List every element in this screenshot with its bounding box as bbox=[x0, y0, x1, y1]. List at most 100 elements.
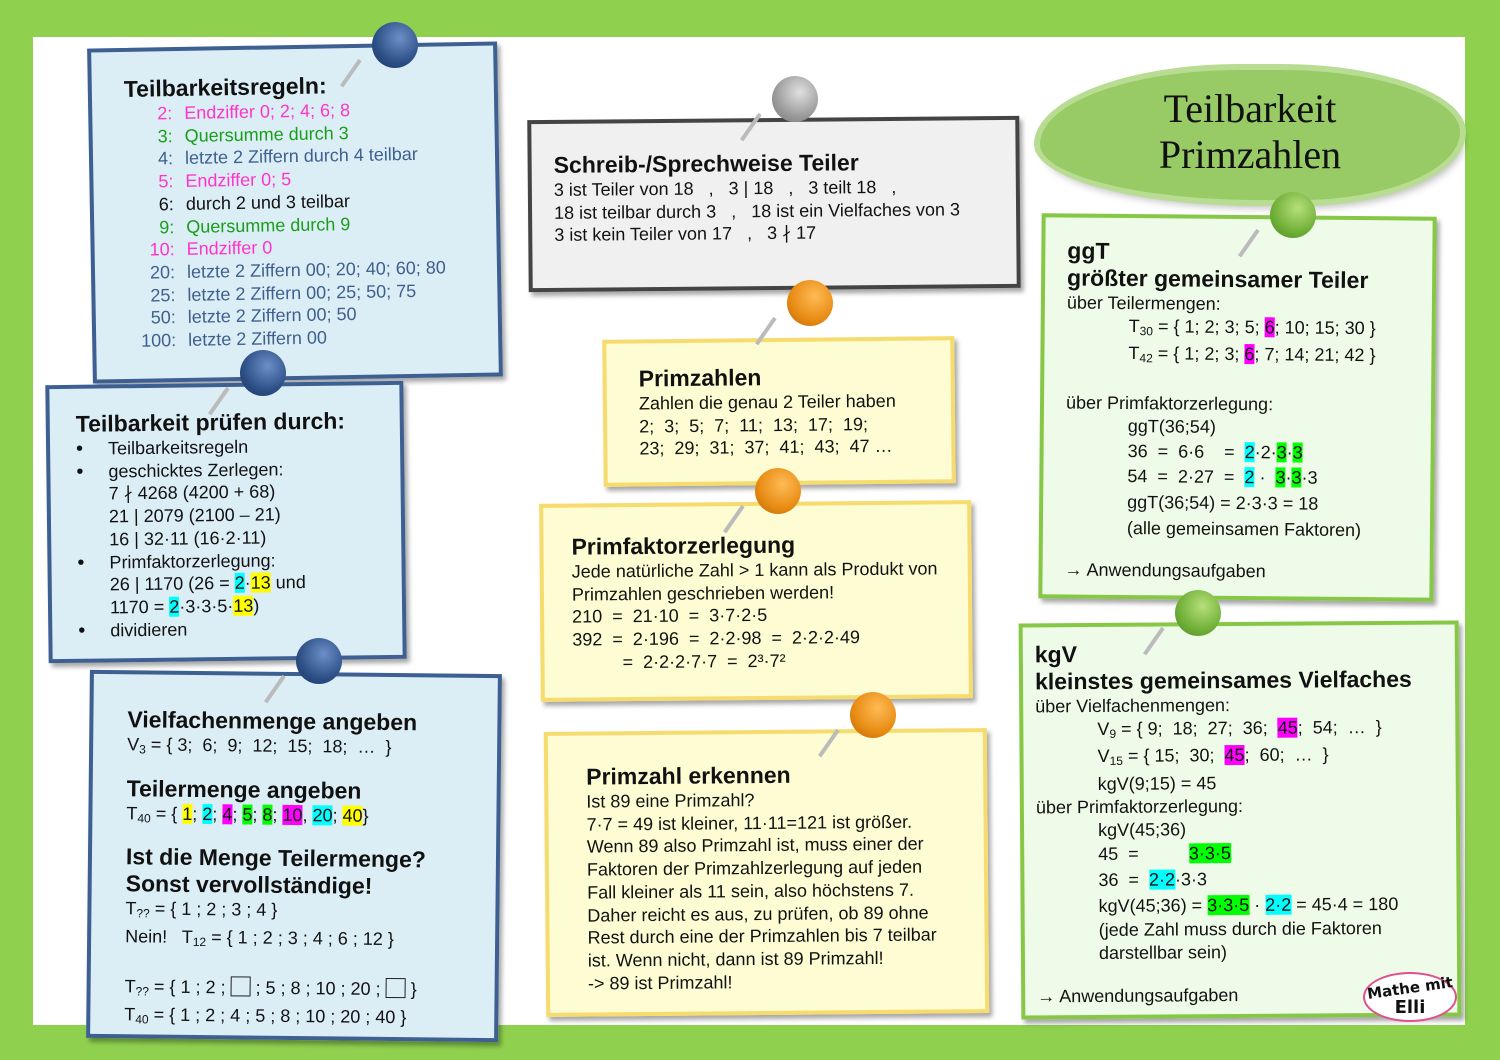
highlighted-factor: 1 bbox=[182, 803, 193, 824]
card-title: kgV bbox=[1034, 641, 1078, 668]
pushpin-icon bbox=[787, 280, 833, 326]
list-item: geschicktes Zerlegen: 7 ∤ 4268 (4200 + 6… bbox=[76, 457, 401, 552]
text-segment: ; bbox=[212, 803, 223, 824]
rule-text: Endziffer 0 bbox=[186, 237, 273, 260]
text-segment: = { 1 ; 2 ; 3 ; 4 ; 6 ; 12 } bbox=[206, 927, 394, 950]
text-segment: ; bbox=[252, 804, 263, 825]
text-segment: 36 = bbox=[1098, 869, 1150, 890]
text-line: über Primfaktorzerlegung: bbox=[1065, 392, 1274, 415]
card-teilbarkeit-pruefen: Teilbarkeit prüfen durch: Teilbarkeitsre… bbox=[45, 380, 407, 664]
text-segment: und bbox=[270, 572, 306, 593]
rule-text: Endziffer 0; 2; 4; 6; 8 bbox=[184, 100, 351, 123]
text-segment: V bbox=[127, 734, 140, 755]
rule-text: Endziffer 0; 5 bbox=[185, 169, 292, 192]
pushpin-icon bbox=[240, 350, 286, 396]
item-label: geschicktes Zerlegen: bbox=[108, 458, 284, 482]
math-line: ggT(36;54) bbox=[1127, 415, 1216, 437]
math-line: 36 = 6·6 = 2·2·3·3 bbox=[1066, 439, 1431, 465]
rule-text: Quersumme durch 3 bbox=[184, 122, 349, 146]
text-segment: = 45·4 = 180 bbox=[1291, 893, 1399, 915]
title-line: Teilbarkeit bbox=[1163, 86, 1337, 131]
set-line: V15 = { 15; 30; 45; 60; … } bbox=[1035, 743, 1455, 774]
text-segment: ·3·3·5· bbox=[179, 595, 234, 617]
highlighted-factor: 3 bbox=[1291, 467, 1302, 488]
mathe-mit-elli-logo: Mathe mit Elli bbox=[1363, 972, 1457, 1022]
list-item: Primfaktorzerlegung: 26 | 1170 (26 = 2·1… bbox=[77, 547, 402, 619]
text-segment: 54 = 2·27 = bbox=[1127, 466, 1245, 488]
subscript: 42 bbox=[1139, 351, 1153, 366]
text-segment: ·3·3 bbox=[1174, 869, 1208, 890]
math-line: darstellbar sein) bbox=[1098, 942, 1228, 964]
check-methods-list: Teilbarkeitsregeln geschicktes Zerlegen:… bbox=[76, 434, 402, 642]
text-segment: ; bbox=[332, 805, 343, 826]
math-line: 54 = 2·27 = 2 · 3·3·3 bbox=[1065, 465, 1430, 491]
highlighted-factor: 6 bbox=[1244, 344, 1255, 365]
math-line: kgV(45;36) bbox=[1097, 818, 1187, 840]
text-segment: V bbox=[1097, 746, 1110, 767]
text-segment: T bbox=[124, 1003, 136, 1024]
card-primzahl-erkennen: Primzahl erkennen Ist 89 eine Primzahl?7… bbox=[543, 728, 990, 1017]
rule-number: 3: bbox=[157, 125, 173, 147]
text-segment: T bbox=[126, 802, 138, 824]
math-line: 45 = 3·3·5 bbox=[1036, 841, 1456, 867]
empty-box-blank bbox=[385, 977, 406, 998]
text-line: über Teilermengen: bbox=[1066, 292, 1221, 314]
section-title: Vielfachenmenge angeben bbox=[127, 706, 418, 736]
text-line: 2; 3; 5; 7; 11; 13; 17; 19; bbox=[639, 413, 869, 437]
text-line: Zahlen die genau 2 Teiler haben bbox=[638, 390, 896, 414]
text-segment: = { bbox=[150, 803, 183, 824]
card-schreibweise: Schreib-/Sprechweise Teiler 3 ist Teiler… bbox=[527, 115, 1021, 293]
text-segment: ; bbox=[192, 803, 203, 824]
card-title: Primzahlen bbox=[638, 364, 762, 392]
text-segment: ·2· bbox=[1254, 441, 1277, 462]
list-item: dividieren bbox=[78, 615, 402, 642]
rules-list: 2: Endziffer 0; 2; 4; 6; 8 3: Quersumme dur… bbox=[124, 97, 498, 353]
text-segment: · bbox=[1254, 467, 1276, 488]
card-primzahlen: Primzahlen Zahlen die genau 2 Teiler hab… bbox=[602, 336, 956, 487]
pushpin-icon bbox=[1270, 192, 1316, 238]
highlighted-factor: 20 bbox=[312, 804, 333, 826]
highlighted-factor: 40 bbox=[342, 805, 363, 826]
exercises-link[interactable]: → Anwendungsaufgaben bbox=[1064, 559, 1266, 582]
text-segment: = { 1; 2; 3; 5; bbox=[1152, 315, 1265, 337]
text-segment: = { 1; 2; 3; bbox=[1152, 343, 1245, 365]
text-segment: = { 1 ; 2 ; 4 ; 5 ; 8 ; 10 ; 20 ; 40 } bbox=[148, 1004, 407, 1027]
text-line: 18 ist teilbar durch 3 , 18 ist ein Viel… bbox=[553, 199, 961, 223]
card-title: Teilbarkeit prüfen durch: bbox=[75, 407, 346, 437]
set-line: Nein! T12 = { 1 ; 2 ; 3 ; 4 ; 6 ; 12 } bbox=[125, 925, 495, 957]
text-line: Jede natürliche Zahl > 1 kann als Produk… bbox=[571, 558, 938, 582]
text-block: Ist 89 eine Primzahl?7·7 = 49 ist kleine… bbox=[586, 787, 985, 995]
text-segment: ; bbox=[232, 804, 243, 825]
text-segment: Nein! T bbox=[125, 926, 193, 948]
text-segment: 45 = bbox=[1098, 843, 1189, 865]
rule-text: letzte 2 Ziffern 00 bbox=[188, 327, 328, 350]
math-line: 36 = 2·2·3·3 bbox=[1036, 866, 1456, 892]
text-segment: ; 10; 15; 30 } bbox=[1274, 317, 1376, 338]
empty-box-blank bbox=[230, 976, 251, 997]
pushpin-icon bbox=[296, 638, 342, 684]
pushpin-icon bbox=[1175, 590, 1221, 636]
set-line: T40 = { 1 ; 2 ; 4 ; 5 ; 8 ; 10 ; 20 ; 40… bbox=[124, 1003, 494, 1035]
highlighted-factor: 6 bbox=[1264, 316, 1275, 338]
text-line: = 2·2·2·7·7 = 2³·7² bbox=[572, 650, 786, 673]
highlighted-factor: 2 bbox=[202, 803, 213, 824]
highlighted-factor: 45 bbox=[1277, 717, 1298, 738]
text-segment: , bbox=[302, 804, 313, 825]
text-segment: ; 54; … } bbox=[1297, 716, 1382, 738]
poster-title: Teilbarkeit Primzahlen bbox=[1040, 70, 1460, 200]
rule-number: 2: bbox=[157, 103, 173, 124]
text-segment: T bbox=[124, 976, 136, 997]
title-line: Primzahlen bbox=[1158, 132, 1342, 177]
text-line: über Primfaktorzerlegung: bbox=[1035, 795, 1244, 818]
text-line: 23; 29; 31; 37; 41; 43; 47 … bbox=[639, 436, 893, 459]
highlighted-factor: 2 bbox=[234, 572, 245, 594]
rule-text: Quersumme durch 9 bbox=[186, 213, 351, 237]
card-subtitle: größter gemeinsamer Teiler bbox=[1067, 264, 1369, 294]
rule-number: 50: bbox=[150, 307, 176, 328]
highlighted-factor: 3·3·5 bbox=[1188, 843, 1231, 864]
highlighted-factor: 2 bbox=[1244, 441, 1255, 462]
math-line: kgV(45;36) = 3·3·5 · 2·2 = 45·4 = 180 bbox=[1037, 892, 1457, 918]
highlighted-factor: 13 bbox=[250, 572, 271, 593]
text-segment: ·3 bbox=[1301, 467, 1318, 488]
text-segment: ; 7; 14; 21; 42 } bbox=[1254, 344, 1376, 366]
